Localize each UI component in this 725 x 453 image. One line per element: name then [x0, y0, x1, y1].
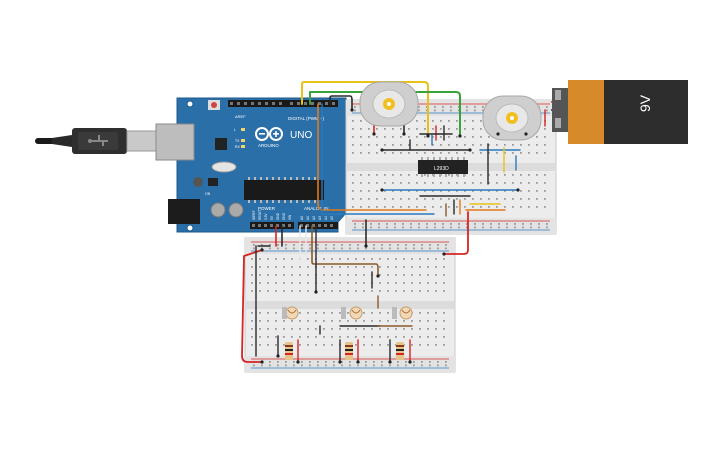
analog-pin-label: A2	[312, 216, 316, 220]
driver-ic-label: L293D	[434, 166, 449, 172]
digital-header	[228, 100, 338, 107]
resistor-3[interactable]	[396, 342, 404, 360]
power-jack	[168, 199, 200, 224]
analog-pin-label: A0	[300, 216, 304, 220]
dc-motor-right[interactable]	[482, 95, 542, 141]
atmega-chip	[244, 180, 324, 200]
capacitor	[210, 202, 226, 218]
wire-red-bridge	[443, 211, 469, 255]
power-pin-label: IOREF	[252, 210, 256, 220]
arduino-uno-board[interactable]: DIGITAL (PWM ~) AREF UNO ARDUINO TX RX L…	[155, 97, 347, 233]
analog-pin-label: A3	[318, 216, 322, 220]
wire-orange	[317, 103, 427, 211]
crystal	[211, 161, 237, 173]
digital-header-label: DIGITAL (PWM ~)	[288, 116, 325, 121]
uno-label: UNO	[290, 130, 312, 141]
wire-green	[309, 91, 461, 137]
analog-pin-label: A5	[330, 216, 334, 220]
arduino-infinity-logo	[255, 127, 283, 141]
photoresistor-3[interactable]	[392, 306, 413, 320]
power-pin-label: GND	[282, 212, 286, 220]
wire-endpoints	[260, 108, 528, 364]
resistor-1[interactable]	[285, 342, 293, 360]
wire-black	[329, 95, 353, 111]
resistor-2[interactable]	[345, 342, 353, 360]
power-pin-label: GND	[276, 212, 280, 220]
analog-pin-label: A1	[306, 216, 310, 220]
power-pin-label: 5V	[270, 215, 274, 220]
battery-label: 9V	[637, 94, 653, 112]
analog-pin-label: A4	[324, 216, 328, 220]
power-pin-label: 3.3V	[264, 213, 268, 220]
power-pin-label: VIN	[288, 214, 292, 220]
usb-icon	[88, 135, 108, 146]
usb-cable[interactable]	[35, 128, 158, 154]
photoresistor-2[interactable]	[341, 306, 363, 320]
l-label: L	[234, 128, 236, 132]
analog-in-label: ANALOG IN	[304, 206, 329, 211]
power-label: POWER	[258, 206, 276, 211]
arduino-label: ARDUINO	[258, 143, 279, 148]
tx-label: TX	[235, 139, 240, 143]
aref-label: AREF	[235, 114, 246, 119]
battery-9v[interactable]: 9V	[552, 80, 688, 144]
top-breadboard-holes	[352, 106, 548, 229]
photoresistor-1[interactable]	[282, 306, 299, 320]
usb-chip	[215, 138, 227, 150]
motor-driver-ic[interactable]: L293D	[418, 157, 468, 177]
wire-blue	[321, 103, 435, 215]
on-label: ON	[205, 192, 211, 196]
wire-yellow	[301, 81, 429, 137]
rx-label: RX	[235, 145, 241, 149]
usb-port	[155, 123, 195, 161]
wire-brown	[311, 225, 379, 277]
power-pin-label: RESET	[258, 209, 262, 220]
wire-red-loop	[241, 249, 263, 363]
dc-motor-left[interactable]	[359, 81, 419, 127]
